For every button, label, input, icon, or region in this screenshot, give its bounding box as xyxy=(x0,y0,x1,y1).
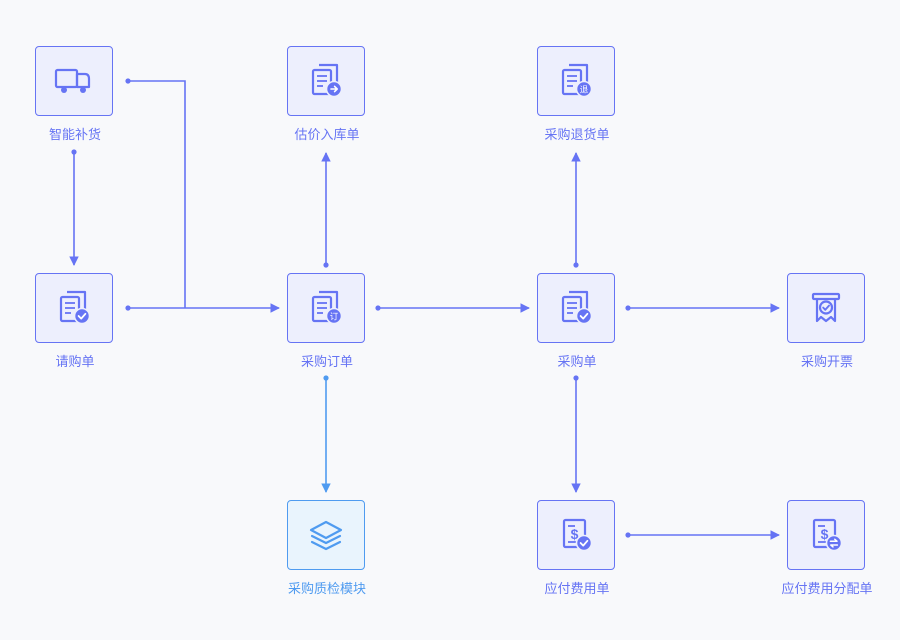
return-badge-text: 退 xyxy=(580,84,589,94)
node-payable-expense-order-box[interactable]: $ xyxy=(537,500,615,570)
edge-payable-expense-to-allocation xyxy=(625,530,780,540)
layers-icon xyxy=(309,520,343,551)
node-payable-expense-allocation-box[interactable]: $ xyxy=(787,500,865,570)
node-estimated-inbound-order-box[interactable] xyxy=(287,46,365,116)
order-badge-text: 订 xyxy=(330,311,339,321)
node-purchase-receipt-box[interactable] xyxy=(537,273,615,343)
node-purchase-return-order[interactable]: 退 采购退货单 xyxy=(537,46,617,143)
node-purchase-receipt-label: 采购单 xyxy=(557,354,597,369)
edge-purchase-receipt-to-payable-expense xyxy=(571,375,581,493)
node-purchase-invoicing[interactable]: 采购开票 xyxy=(787,273,867,370)
node-requisition-order-box[interactable] xyxy=(35,273,113,343)
bill-allocate-icon: $ xyxy=(812,518,843,552)
node-estimated-inbound-order-label: 估价入库单 xyxy=(294,127,360,142)
document-order-icon: 订 xyxy=(311,290,343,325)
edge-smart-replenishment-to-requisition xyxy=(69,149,79,266)
node-purchase-order-box[interactable]: 订 xyxy=(287,273,365,343)
node-purchase-return-order-label: 采购退货单 xyxy=(544,127,610,142)
document-check-icon xyxy=(561,290,593,325)
currency-symbol: $ xyxy=(571,526,579,542)
edge-purchase-receipt-to-return-order xyxy=(571,152,581,268)
document-arrow-icon xyxy=(311,63,343,98)
edge-purchase-receipt-to-invoicing xyxy=(625,303,780,313)
node-purchase-receipt[interactable]: 采购单 xyxy=(537,273,617,370)
edge-requisition-to-purchase-order xyxy=(125,303,280,313)
node-payable-expense-allocation-label: 应付费用分配单 xyxy=(781,581,873,596)
node-purchase-invoicing-label: 采购开票 xyxy=(800,354,853,369)
node-purchase-quality-module[interactable]: 采购质检模块 xyxy=(287,500,367,597)
invoice-check-icon xyxy=(811,292,841,323)
node-purchase-return-order-box[interactable]: 退 xyxy=(537,46,615,116)
currency-symbol: $ xyxy=(821,526,829,542)
node-requisition-order-label: 请购单 xyxy=(55,354,95,369)
document-return-icon: 退 xyxy=(561,63,593,98)
node-smart-replenishment-label: 智能补货 xyxy=(48,127,101,142)
node-purchase-invoicing-box[interactable] xyxy=(787,273,865,343)
bill-check-icon: $ xyxy=(562,518,593,552)
edge-smart-replenishment-to-purchase-order xyxy=(125,78,186,308)
node-payable-expense-allocation[interactable]: $ 应付费用分配单 xyxy=(781,500,873,597)
node-requisition-order[interactable]: 请购单 xyxy=(35,273,115,370)
truck-icon xyxy=(54,68,91,93)
edge-purchase-order-to-estimated-inbound xyxy=(321,152,331,268)
node-purchase-order[interactable]: 订 采购订单 xyxy=(287,273,367,370)
node-estimated-inbound-order[interactable]: 估价入库单 xyxy=(287,46,367,143)
node-payable-expense-order[interactable]: $ 应付费用单 xyxy=(537,500,617,597)
node-smart-replenishment[interactable]: 智能补货 xyxy=(35,46,115,143)
edge-purchase-order-to-purchase-receipt xyxy=(375,303,530,313)
node-purchase-order-label: 采购订单 xyxy=(300,354,353,369)
edge-purchase-order-to-quality-module xyxy=(321,375,331,493)
node-purchase-quality-module-box[interactable] xyxy=(287,500,365,570)
node-smart-replenishment-box[interactable] xyxy=(35,46,113,116)
node-payable-expense-order-label: 应付费用单 xyxy=(544,581,610,596)
document-check-icon xyxy=(59,290,91,325)
node-purchase-quality-module-label: 采购质检模块 xyxy=(287,581,366,596)
